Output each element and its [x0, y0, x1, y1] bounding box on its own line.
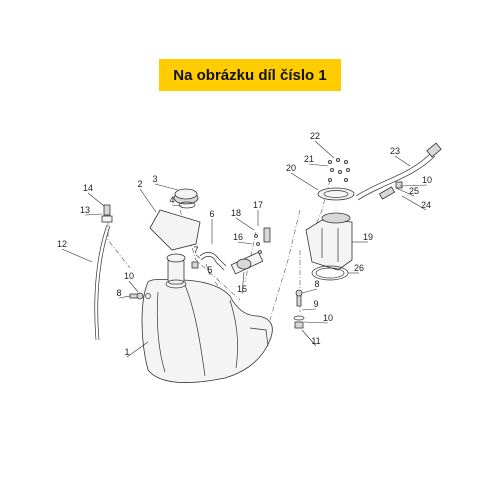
leader-line — [399, 184, 428, 187]
leader-line — [301, 329, 317, 347]
left-washer-part — [145, 293, 151, 299]
fuel-pump-part — [305, 212, 353, 271]
callout-number-25: 25 — [409, 186, 419, 196]
leader-line — [61, 248, 93, 263]
callout-number-11: 11 — [311, 336, 320, 346]
callout-number-7: 7 — [193, 245, 198, 255]
nut-part — [294, 321, 304, 329]
callout-number-12: 12 — [57, 239, 67, 249]
leader-line — [394, 155, 411, 167]
callout-number-10: 10 — [323, 313, 333, 323]
callout-number-15: 15 — [237, 284, 247, 294]
callout-number-26: 26 — [354, 263, 364, 273]
fuel-tank-part — [141, 253, 273, 383]
callout-number-6: 6 — [209, 209, 214, 219]
callout-number-19: 19 — [363, 232, 373, 242]
callout-number-18: 18 — [231, 208, 241, 218]
leader-line — [128, 280, 139, 293]
breather-hose-part — [94, 224, 108, 341]
leader-line — [126, 341, 149, 358]
leader-line — [401, 195, 427, 211]
callout-number-24: 24 — [421, 200, 431, 210]
leader-line — [301, 308, 317, 311]
leader-line — [237, 241, 253, 245]
cap-gasket-part — [178, 201, 196, 209]
leader-line — [154, 183, 179, 191]
callout-number-8: 8 — [116, 288, 121, 298]
leader-line — [84, 213, 103, 216]
part-number-banner: Na obrázku díl číslo 1 — [159, 59, 341, 91]
leader-line — [290, 172, 319, 191]
leader-line — [235, 217, 255, 231]
callout-number-4: 4 — [169, 195, 174, 205]
valve-screws-part — [254, 234, 262, 254]
banner-text: Na obrázku díl číslo 1 — [173, 66, 327, 84]
hose-clamp-part — [395, 181, 403, 189]
leader-line — [303, 321, 329, 324]
washer-part — [293, 315, 305, 321]
callout-number-10: 10 — [422, 175, 432, 185]
leader-line — [118, 295, 131, 299]
leader-line — [301, 288, 318, 294]
callout-number-5: 5 — [207, 265, 212, 275]
callout-number-13: 13 — [80, 205, 90, 215]
leader-line — [241, 271, 245, 295]
callout-number-16: 16 — [233, 232, 243, 242]
hose-fitting-part — [103, 204, 111, 216]
callout-number-23: 23 — [390, 146, 400, 156]
callout-number-2: 2 — [137, 179, 142, 189]
leader-line — [314, 140, 335, 159]
leader-line — [205, 263, 211, 276]
valve-assembly-part — [230, 227, 271, 275]
callout-number-14: 14 — [83, 183, 93, 193]
callout-number-10: 10 — [124, 271, 134, 281]
callout-number-21: 21 — [304, 154, 314, 164]
leader-line — [139, 188, 157, 213]
leader-line — [171, 204, 183, 207]
fuel-hose-part — [355, 151, 433, 197]
pump-flange-part — [317, 187, 355, 201]
callout-number-20: 20 — [286, 163, 296, 173]
callout-number-22: 22 — [310, 131, 320, 141]
hose-connector-part — [378, 186, 396, 200]
fuel-pipe-part — [199, 252, 227, 267]
callout-number-8: 8 — [314, 279, 319, 289]
pipe-clamp-part — [191, 261, 199, 269]
leader-line — [395, 187, 415, 197]
leader-line — [87, 192, 105, 207]
filler-cover-part — [149, 209, 201, 251]
callout-number-1: 1 — [124, 347, 129, 357]
flange-screws-part — [327, 157, 350, 182]
callout-number-3: 3 — [152, 174, 157, 184]
callout-number-17: 17 — [253, 200, 263, 210]
hose-clip-part — [101, 215, 113, 223]
leader-line — [308, 163, 329, 167]
leader-line — [195, 254, 201, 259]
callout-number-9: 9 — [313, 299, 318, 309]
